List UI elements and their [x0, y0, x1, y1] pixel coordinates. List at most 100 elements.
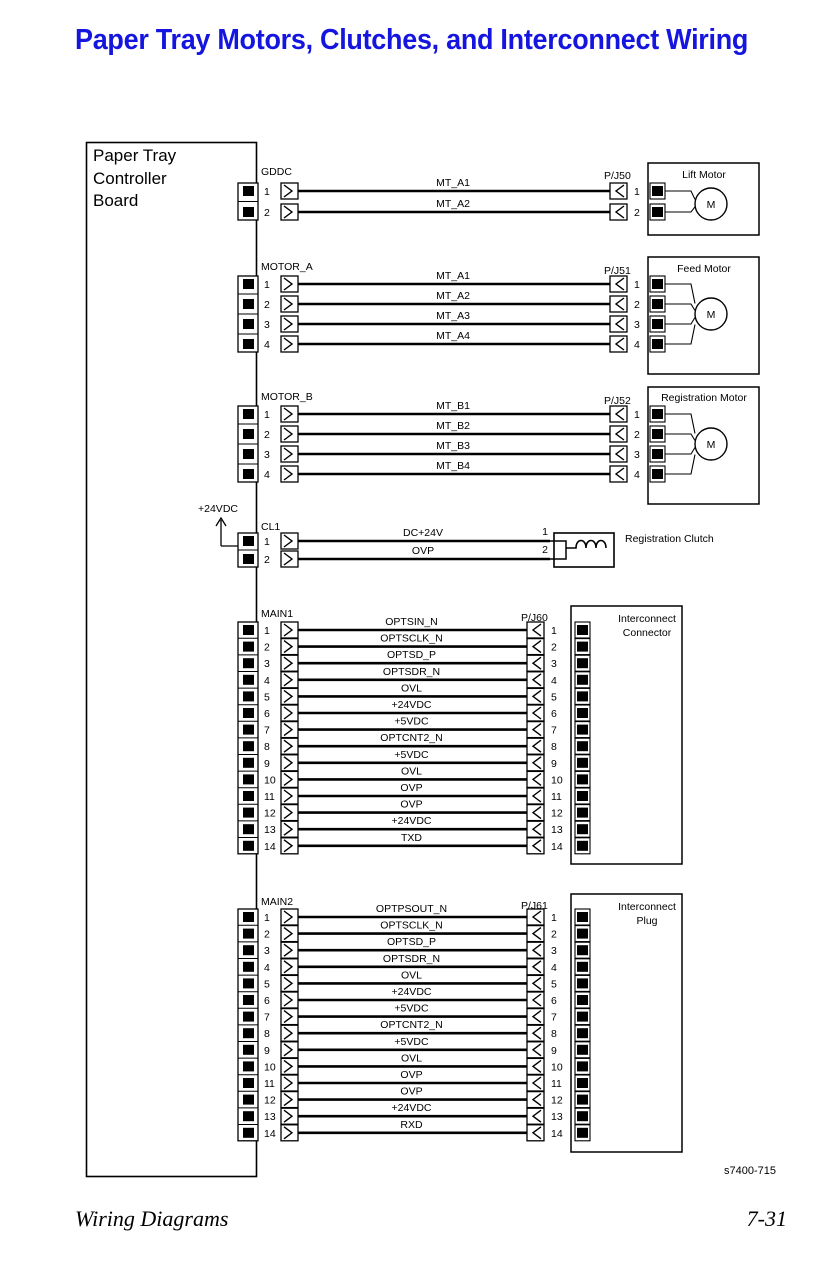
main1-far-pin-2-chevron [531, 640, 542, 654]
main1-pin-2-number: 2 [264, 642, 270, 654]
main1-far-pin-7-number: 7 [551, 725, 557, 737]
connector-motor_b: MOTOR_B1MT_B112MT_B223MT_B334MT_B44P/J52… [237, 386, 760, 505]
main1-pin-10-contact [280, 770, 299, 789]
motor_a-motor-lead-1 [665, 283, 696, 304]
main2-far-pin-7-number: 7 [551, 1012, 557, 1024]
motor_a-far-connector-name: P/J51 [604, 265, 631, 277]
main2-pin-3-chevron [283, 943, 294, 957]
main1-pin-1-contact [280, 621, 299, 639]
motor_b-device-box [647, 386, 760, 505]
motor_b-pin-1-contact [280, 405, 299, 423]
main2-pin-6-contact [280, 991, 299, 1009]
motor_b-motor-lead-1 [665, 413, 696, 434]
main2-far-pin-3-contact [526, 941, 545, 959]
motor_a-pin-4-contact [280, 335, 299, 353]
main2-far-pin-4-chevron [531, 960, 542, 974]
cl1-pin-2-number: 2 [264, 554, 270, 566]
main1-pin-4-contact [280, 671, 299, 689]
main2-far-pin-6-contact [526, 991, 545, 1009]
motor_b-pin-2-chevron [283, 427, 294, 441]
main2-pin-11-chevron [283, 1076, 294, 1090]
motor_a-motor-lead-2 [665, 303, 696, 311]
main1-pin-9-contact [280, 754, 299, 772]
main2-far-pin-14-number: 14 [551, 1128, 563, 1140]
main2-far-pin-5-number: 5 [551, 978, 557, 990]
cl1-pin-1-contact [280, 532, 299, 550]
main2-pin-10-number: 10 [264, 1061, 276, 1073]
main1-signal-1: OPTSIN_N [385, 616, 438, 628]
main2-far-pin-6-chevron [531, 993, 542, 1007]
main1-pin-13-number: 13 [264, 824, 276, 836]
main1-pin-4-terminal [243, 674, 254, 685]
main1-signal-3: OPTSD_P [387, 649, 436, 661]
motor_a-far-pin-3-contact [609, 315, 628, 333]
main2-far-pin-8-contact [526, 1024, 545, 1042]
main2-far-pin-13-number: 13 [551, 1111, 563, 1123]
motor_a-pin-1-contact [280, 275, 299, 293]
main2-device-pin-5-terminal [577, 978, 588, 989]
motor_b-far-pin-4-number: 4 [634, 469, 640, 481]
main2-pin-8-number: 8 [264, 1028, 270, 1040]
main2-far-pin-14-chevron [531, 1126, 542, 1140]
main1-pin-14-chevron [283, 839, 294, 853]
main2-far-pin-10-number: 10 [551, 1061, 563, 1073]
motor_b-device-pin-3-terminal [652, 449, 663, 459]
main1-far-pin-2-contact [526, 637, 545, 656]
main2-far-pin-2-chevron [531, 927, 542, 941]
main2-far-pin-4-number: 4 [551, 962, 557, 974]
main1-far-pin-9-chevron [531, 756, 542, 770]
main1-signal-5: OVL [401, 682, 422, 694]
main1-far-pin-4-chevron [531, 673, 542, 687]
main2-device-pin-1-terminal [577, 912, 588, 922]
main2-signal-13: +24VDC [392, 1102, 432, 1114]
main1-signal-7: +5VDC [394, 716, 429, 728]
motor_a-motor-symbol [694, 297, 728, 331]
main2-far-pin-7-contact [526, 1007, 545, 1026]
main1-device-label-line-2: Connector [623, 627, 672, 639]
main2-far-pin-12-contact [526, 1090, 545, 1109]
main2-pin-10-terminal [243, 1061, 254, 1072]
main2-pin-11-contact [280, 1074, 299, 1092]
motor_b-far-pin-4-contact [609, 465, 628, 483]
board-label-line-1: Paper Tray [93, 146, 177, 165]
main2-far-pin-8-number: 8 [551, 1028, 557, 1040]
main1-pin-12-terminal [243, 807, 254, 818]
main2-pin-10-chevron [283, 1059, 294, 1073]
motor_b-signal-2: MT_B2 [436, 420, 470, 432]
gddc-motor-lead-2 [665, 206, 696, 213]
main2-device-box [570, 893, 683, 1153]
main1-far-connector-name: P/J60 [521, 612, 548, 624]
main2-signal-5: OVL [401, 969, 422, 981]
main1-device-pin-5-terminal [577, 691, 588, 702]
main2-signal-3: OPTSD_P [387, 936, 436, 948]
main2-far-pin-9-number: 9 [551, 1045, 557, 1057]
gddc-pin-1-number: 1 [264, 186, 270, 198]
main2-device-label-line-2: Plug [636, 915, 657, 927]
main2-signal-14: RXD [400, 1119, 423, 1131]
main1-signal-14: TXD [401, 832, 422, 844]
main2-pin-12-chevron [283, 1093, 294, 1107]
main1-signal-12: OVP [400, 799, 422, 811]
main1-device-pin-1-terminal [577, 625, 588, 635]
gddc-motor-symbol-letter: M [707, 199, 716, 211]
main2-pin-3-number: 3 [264, 945, 270, 957]
motor_a-pin-1-number: 1 [264, 279, 270, 291]
main2-device-pin-11-terminal [577, 1078, 588, 1088]
motor_a-signal-2: MT_A2 [436, 290, 470, 302]
main1-far-pin-14-contact [526, 837, 545, 855]
main1-device-pin-9-terminal [577, 757, 588, 768]
main1-pin-5-number: 5 [264, 691, 270, 703]
cl1-far-pin-1-number: 1 [542, 526, 548, 538]
cl1-signal-2: OVP [412, 545, 434, 557]
main2-pin-5-terminal [243, 978, 254, 989]
motor_b-pin-1-chevron [283, 407, 294, 421]
motor_b-motor-symbol [694, 427, 728, 461]
main2-far-pin-12-chevron [531, 1093, 542, 1107]
main1-pin-4-chevron [283, 673, 294, 687]
main2-pin-6-terminal [243, 995, 254, 1005]
motor_a-pin-4-chevron [283, 337, 294, 351]
gddc-far-pin-1-contact [609, 182, 628, 200]
motor_a-signal-3: MT_A3 [436, 310, 470, 322]
main1-signal-10: OVL [401, 765, 422, 777]
